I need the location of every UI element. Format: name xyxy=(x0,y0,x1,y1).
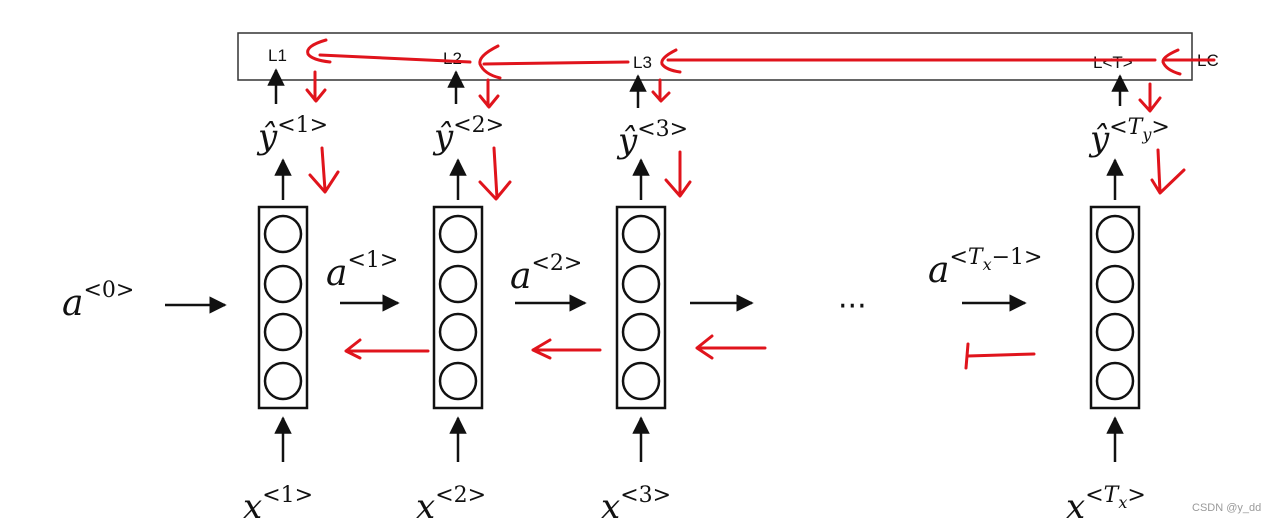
loss-label-t: L<T> xyxy=(1093,53,1133,72)
output-label-2: ŷ<2> xyxy=(432,113,504,157)
rnn-cell-3 xyxy=(615,205,667,410)
activation-label-2: a<2> xyxy=(510,251,582,297)
rnn-cell-t xyxy=(1089,205,1141,410)
red-loss-flow-line xyxy=(318,53,1216,66)
red-arrowhead-l3 xyxy=(660,48,682,74)
input-label-1: x<1> xyxy=(243,483,313,523)
activation-label-t: a<Tx−1> xyxy=(928,245,1043,291)
red-down-arrow-yt xyxy=(1150,148,1186,195)
loss-label-3: L3 xyxy=(633,53,652,72)
red-back-arrow-t xyxy=(964,342,1036,370)
red-back-arrow-2 xyxy=(531,338,602,360)
red-down-arrow-l1 xyxy=(305,70,327,103)
red-arrowhead-l2 xyxy=(478,44,502,80)
red-arrowhead-lt xyxy=(1161,48,1182,76)
red-down-arrow-lt xyxy=(1138,82,1162,113)
red-back-arrow-3 xyxy=(695,334,767,360)
rnn-cell-2 xyxy=(432,205,484,410)
red-down-arrow-l2 xyxy=(478,78,500,109)
red-down-arrow-y2 xyxy=(478,146,512,201)
loss-label-2: L2 xyxy=(443,49,462,68)
activation-label-1: a<1> xyxy=(326,248,398,294)
ellipsis: ··· xyxy=(838,289,867,324)
output-label-3: ŷ<3> xyxy=(616,117,688,161)
input-label-3: x<3> xyxy=(601,483,671,523)
red-down-arrow-l3 xyxy=(651,78,671,103)
watermark: CSDN @y_dd xyxy=(1192,502,1261,514)
output-label-t: ŷ<Ty> xyxy=(1088,115,1170,159)
red-down-arrow-y1 xyxy=(308,146,340,194)
activation-label-0: a<0> xyxy=(62,278,134,324)
output-label-1: ŷ<1> xyxy=(256,113,328,157)
loss-box xyxy=(237,32,1193,81)
red-down-arrow-y3 xyxy=(664,150,692,198)
backprop-annotations xyxy=(305,38,1216,370)
input-label-t: x<Tx> xyxy=(1066,483,1146,523)
rnn-cell-1 xyxy=(257,205,309,410)
red-back-arrow-1 xyxy=(344,338,430,360)
loss-label-1: L1 xyxy=(268,46,287,65)
red-arrowhead-l1 xyxy=(306,38,332,64)
input-label-2: x<2> xyxy=(416,483,486,523)
